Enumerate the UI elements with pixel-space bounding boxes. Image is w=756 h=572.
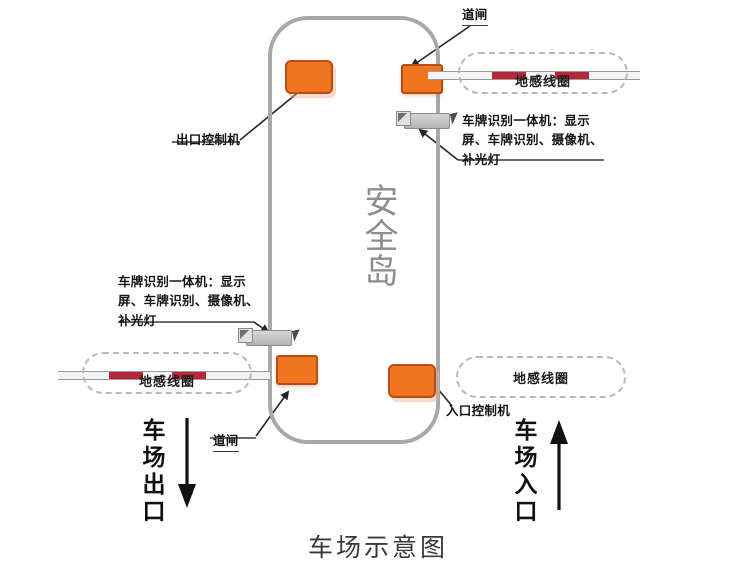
barrier-gate-housing-bottom[interactable] (276, 355, 318, 385)
safety-island-outline (268, 16, 440, 444)
lpr-device-exit-label: 车牌识别一体机：显示 屏、车牌识别、摄像机、 补光灯 (118, 275, 259, 328)
arm-stripe (108, 372, 143, 379)
exit-direction-marker: 车场出口 (139, 418, 199, 526)
arm-stripe (491, 72, 526, 79)
ground-loop-top-label: 地感线圈 (514, 73, 571, 89)
exit-direction-label: 车场出口 (139, 418, 165, 526)
camera-icon (396, 111, 411, 126)
arm-stripe (172, 372, 207, 379)
barrier-gate-bottom-label: 道闸 (213, 432, 239, 453)
ground-loop-bottom-label: 地感线圈 (138, 373, 195, 389)
arrow-down-icon (178, 418, 196, 508)
entry-direction-marker: 车场入口 (511, 418, 571, 526)
diagram-title: 车场示意图 (307, 534, 448, 562)
mouse-cursor-icon (449, 112, 461, 125)
entry-controller-cabinet[interactable] (388, 364, 436, 398)
ground-loop-entry-label: 地感线圈 (512, 370, 569, 386)
lpr-device-entry[interactable] (396, 111, 461, 129)
exit-controller-label: 出口控制机 (176, 133, 241, 147)
barrier-gate-arm-bottom (58, 371, 270, 380)
lpr-device-exit[interactable] (238, 328, 303, 346)
entry-direction-label: 车场入口 (511, 418, 537, 526)
entry-controller-label: 入口控制机 (446, 404, 511, 418)
safety-island-label: 安全岛 (359, 182, 397, 288)
exit-controller-cabinet[interactable] (285, 60, 333, 94)
barrier-gate-top-label: 道闸 (462, 6, 488, 27)
arm-stripe (555, 72, 590, 79)
ground-loop-top: 地感线圈 (458, 52, 628, 94)
arrow-up-icon (550, 420, 568, 510)
camera-icon (238, 328, 253, 343)
lpr-device-entry-label: 车牌识别一体机：显示 屏、车牌识别、摄像机、 补光灯 (462, 114, 603, 167)
barrier-gate-arm-top (428, 71, 640, 80)
ground-loop-entry: 地感线圈 (456, 356, 626, 398)
ground-loop-bottom: 地感线圈 (82, 352, 252, 394)
